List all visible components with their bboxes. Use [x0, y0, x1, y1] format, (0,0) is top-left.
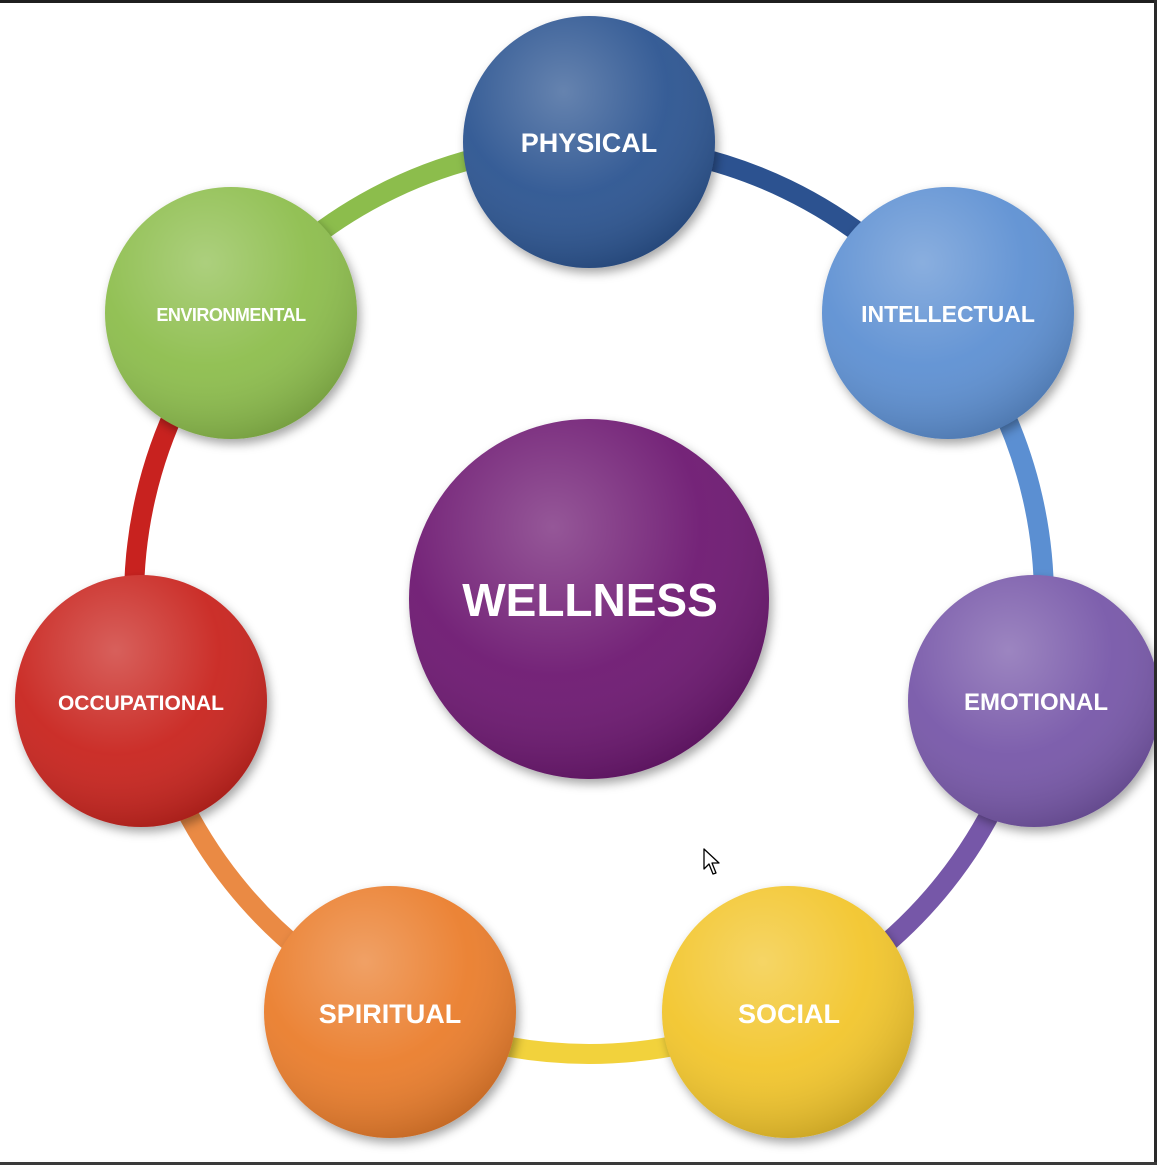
node-social-label: SOCIAL — [738, 999, 840, 1029]
node-intellectual-gloss — [822, 187, 1074, 439]
node-occupational: OCCUPATIONAL — [15, 575, 267, 827]
node-intellectual-label: INTELLECTUAL — [861, 301, 1035, 327]
node-physical: PHYSICAL — [463, 16, 715, 268]
window-top-border — [0, 0, 1157, 3]
node-spiritual: SPIRITUAL — [264, 886, 516, 1138]
window-bottom-border — [0, 1162, 1157, 1165]
node-intellectual: INTELLECTUAL — [822, 187, 1074, 439]
mouse-cursor-icon — [703, 848, 720, 875]
node-occupational-gloss — [15, 575, 267, 827]
center-node-wellness: WELLNESS — [409, 419, 769, 779]
center-node-gloss — [409, 419, 769, 779]
node-spiritual-label: SPIRITUAL — [319, 999, 462, 1029]
node-social: SOCIAL — [662, 886, 914, 1138]
window-right-border — [1154, 0, 1157, 1165]
node-environmental-label: ENVIRONMENTAL — [156, 305, 306, 325]
node-physical-label: PHYSICAL — [521, 128, 658, 158]
node-environmental-gloss — [105, 187, 357, 439]
node-emotional-gloss — [908, 575, 1157, 827]
node-spiritual-gloss — [264, 886, 516, 1138]
node-social-gloss — [662, 886, 914, 1138]
node-emotional-label: EMOTIONAL — [964, 689, 1108, 716]
center-node-label: WELLNESS — [462, 574, 718, 626]
node-emotional: EMOTIONAL — [908, 575, 1157, 827]
node-physical-gloss — [463, 16, 715, 268]
node-occupational-label: OCCUPATIONAL — [58, 692, 224, 715]
node-environmental: ENVIRONMENTAL — [105, 187, 357, 439]
